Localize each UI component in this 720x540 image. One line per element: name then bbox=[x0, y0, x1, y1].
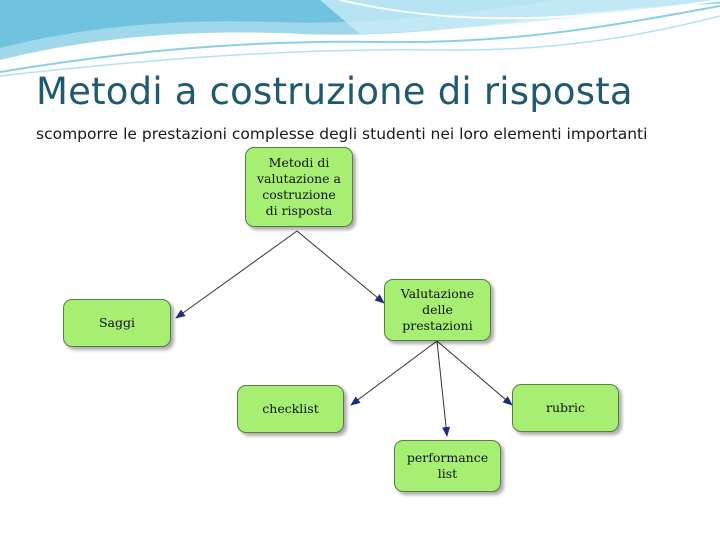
node-valutazione-label: Valutazione delle prestazioni bbox=[400, 286, 475, 333]
node-valutazione: Valutazione delle prestazioni bbox=[384, 279, 491, 341]
node-rubric-label: rubric bbox=[545, 400, 585, 415]
slide-title: Metodi a costruzione di risposta bbox=[36, 70, 633, 113]
edge-valutazione-to-rubric bbox=[436, 340, 513, 406]
edge-root-to-valutazione bbox=[296, 230, 385, 304]
node-saggi: Saggi bbox=[63, 299, 171, 347]
node-root: Metodi di valutazione a costruzione di r… bbox=[245, 147, 353, 227]
edge-valutazione-to-checklist bbox=[350, 340, 438, 406]
decorative-header-swoosh bbox=[0, 0, 720, 77]
node-performance-label: performance list bbox=[406, 450, 489, 481]
node-saggi-label: Saggi bbox=[98, 315, 136, 330]
node-checklist-label: checklist bbox=[262, 401, 319, 416]
node-checklist: checklist bbox=[237, 385, 344, 433]
slide-subtitle: scomporre le prestazioni complesse degli… bbox=[36, 125, 648, 143]
edge-valutazione-to-performance bbox=[436, 340, 451, 437]
node-root-label: Metodi di valutazione a costruzione di r… bbox=[256, 155, 342, 218]
node-performance: performance list bbox=[394, 440, 501, 492]
edge-root-to-saggi bbox=[175, 230, 298, 319]
node-rubric: rubric bbox=[512, 384, 619, 432]
